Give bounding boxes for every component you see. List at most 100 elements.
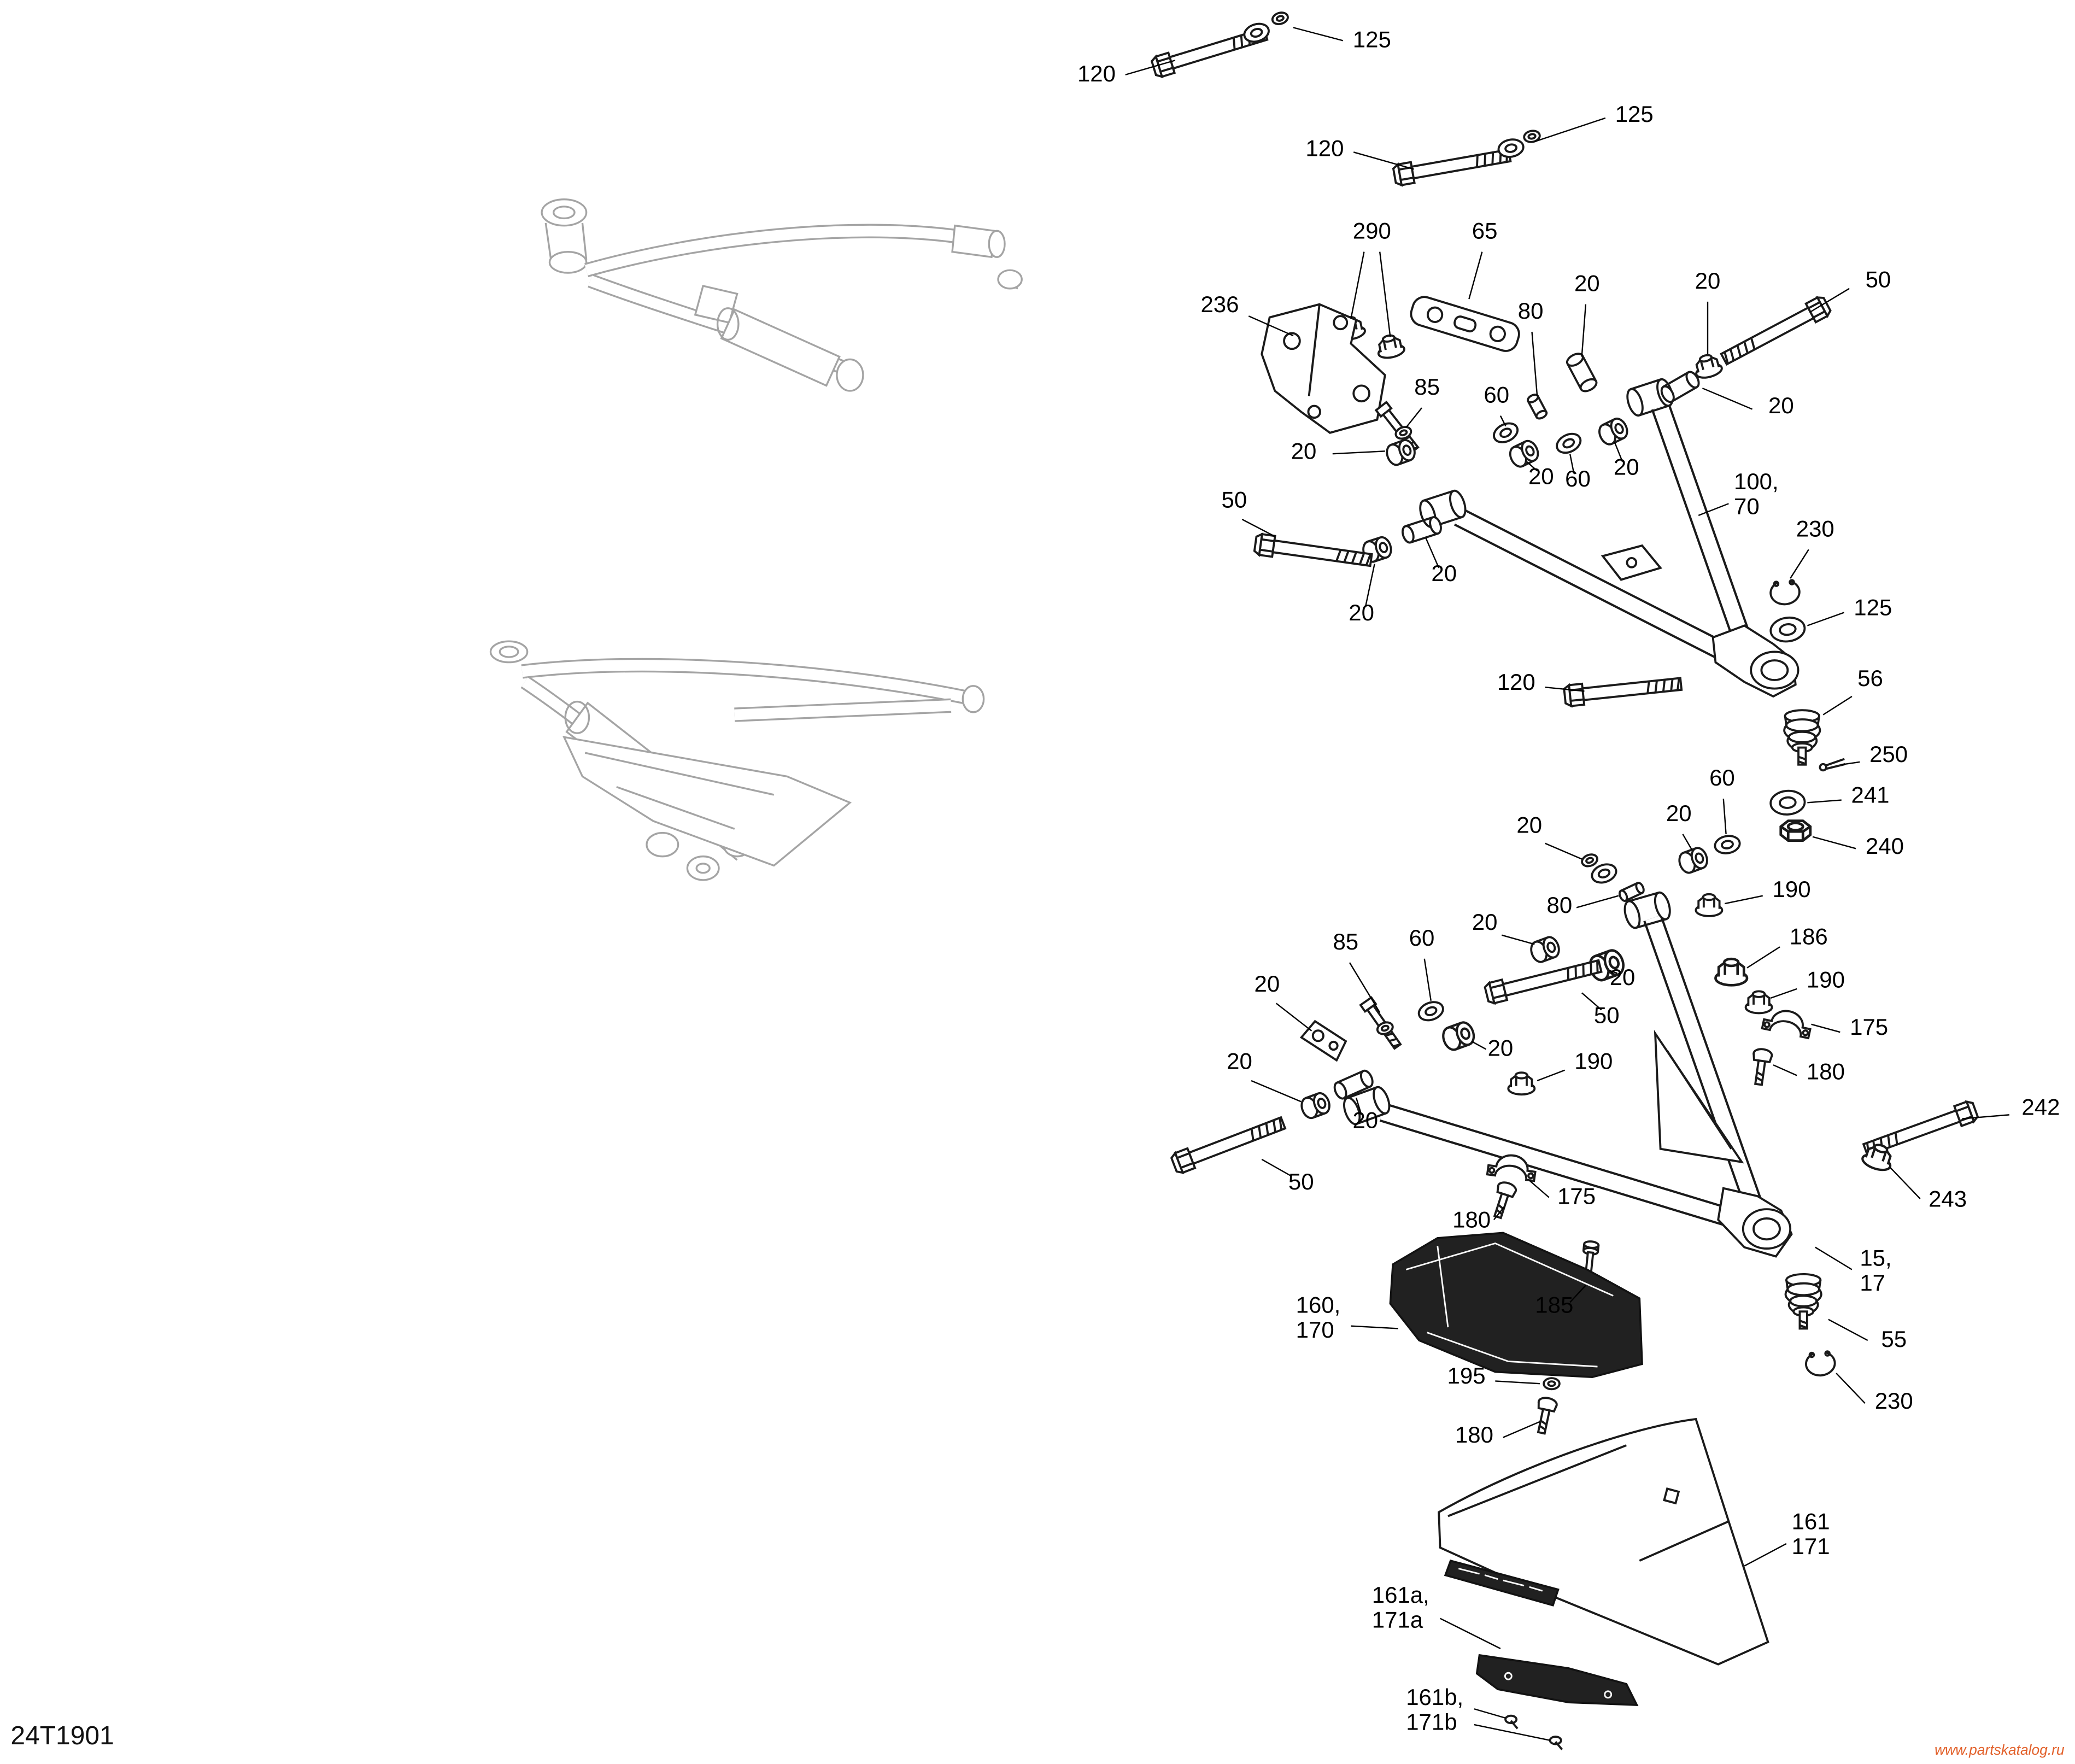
part-callout-20: 20 <box>1768 392 1794 418</box>
upper-balljoint-eye-hole <box>1760 659 1789 681</box>
bolt-50 <box>1169 1112 1288 1176</box>
ghost-pivot-hole <box>552 206 576 220</box>
part-callout-60: 60 <box>1409 925 1435 951</box>
leader-line <box>1493 1206 1505 1221</box>
bushing-20 <box>1595 415 1632 448</box>
leader-line <box>1364 564 1375 608</box>
part-callout-236: 236 <box>1200 291 1239 317</box>
bushing-20 <box>1440 1020 1477 1052</box>
skid-plate-160-170 <box>1389 1232 1643 1379</box>
part-callout-160170: 160,170 <box>1296 1292 1341 1343</box>
part-callout-1517: 15,17 <box>1860 1245 1891 1296</box>
part-callout-125: 125 <box>1854 594 1892 620</box>
part-callout-125: 125 <box>1353 26 1391 52</box>
bolt-50 <box>1253 532 1374 572</box>
lower-arm-gusset-line <box>1666 1050 1732 1150</box>
ball-joint-55 <box>1784 1273 1822 1330</box>
leader-line <box>1841 761 1860 765</box>
ghost-upper-tube-a-fill <box>585 225 956 276</box>
washer-60 <box>1415 998 1447 1025</box>
ghost-pivot-base <box>548 250 588 274</box>
leader-line <box>1537 1069 1565 1082</box>
leader-line <box>1545 687 1585 692</box>
leader-line <box>1531 331 1538 396</box>
part-callout-180: 180 <box>1807 1059 1845 1085</box>
leader-line <box>1744 1543 1787 1567</box>
leader-line <box>1353 151 1414 170</box>
part-callout-240: 240 <box>1866 833 1904 859</box>
part-callout-230: 230 <box>1796 515 1834 541</box>
leader-line <box>1125 60 1176 75</box>
part-callout-185: 185 <box>1535 1292 1573 1318</box>
part-callout-65: 65 <box>1472 218 1498 244</box>
leader-line <box>1790 549 1809 579</box>
ball-joint-56 <box>1783 709 1821 766</box>
part-callout-186: 186 <box>1790 923 1828 949</box>
part-callout-120: 120 <box>1497 669 1535 695</box>
part-callout-85: 85 <box>1333 929 1358 954</box>
nut-190 <box>1507 1071 1536 1096</box>
leader-line <box>1724 895 1763 905</box>
upper-a-arm-assembly <box>1416 376 1799 698</box>
part-callout-60: 60 <box>1565 466 1591 491</box>
screw-180 <box>1487 1179 1519 1221</box>
screw-161b <box>1549 1736 1563 1751</box>
part-callout-50: 50 <box>1594 1002 1620 1028</box>
leader-line <box>1241 519 1275 537</box>
snap-ring-230 <box>1768 578 1802 607</box>
ghost-lower-shock-eye <box>564 700 590 734</box>
skid-plate-161a-171a <box>1475 1654 1639 1706</box>
leader-line <box>1807 612 1844 626</box>
part-callout-20: 20 <box>1431 560 1457 586</box>
leader-line <box>1889 1167 1921 1199</box>
part-callout-243: 243 <box>1929 1186 1967 1211</box>
upper-arm-gusset-hole <box>1626 556 1638 569</box>
part-callout-20: 20 <box>1516 812 1542 838</box>
leader-line <box>1581 304 1587 357</box>
leader-line <box>1440 1618 1501 1649</box>
leader-line <box>1614 442 1623 462</box>
reference-view-lower-arm <box>489 640 985 881</box>
part-callout-20: 20 <box>1695 268 1721 294</box>
part-callout-55: 55 <box>1881 1326 1907 1352</box>
leader-line <box>1528 1180 1550 1198</box>
part-callout-20: 20 <box>1528 463 1554 489</box>
upper-arm-tube-front-fill <box>1455 509 1735 663</box>
screw-161b <box>1504 1714 1519 1730</box>
leader-line <box>1836 1373 1866 1404</box>
nut-190 <box>1695 893 1724 917</box>
bracket-236 <box>1261 303 1386 434</box>
washer-195 <box>1543 1377 1561 1391</box>
leader-line <box>1405 407 1422 428</box>
leader-line <box>1698 503 1729 517</box>
ghost-lower-tube-a-fill <box>521 660 969 704</box>
part-callout-20: 20 <box>1227 1048 1252 1074</box>
part-callout-20: 20 <box>1291 438 1317 464</box>
part-callout-10070: 100,70 <box>1734 468 1779 519</box>
part-callout-20: 20 <box>1255 971 1280 997</box>
part-callout-20: 20 <box>1488 1035 1514 1060</box>
ghost-pivot-body <box>544 222 588 260</box>
bolt-120 <box>1562 672 1684 708</box>
nut-190 <box>1744 990 1773 1015</box>
washer-60 <box>1552 429 1585 458</box>
leader-line <box>1425 537 1440 569</box>
ghost-lower-pivot-hole <box>499 646 519 658</box>
plate-hole <box>1663 1487 1680 1505</box>
part-callout-175: 175 <box>1557 1183 1596 1209</box>
lower-balljoint-eye-hole <box>1752 1217 1781 1241</box>
ghost-pivot-ring <box>541 198 588 227</box>
leader-line <box>1495 1380 1540 1385</box>
upper-arm-tube-rear-fill <box>1653 404 1752 648</box>
part-callout-190: 190 <box>1807 967 1845 993</box>
lower-arm-tube-front-fill <box>1380 1105 1739 1227</box>
ghost-skid-detail <box>584 752 775 830</box>
leader-line <box>1702 388 1753 410</box>
washer-125 <box>1496 136 1526 160</box>
part-callout-242: 242 <box>2021 1094 2060 1120</box>
bushing-20 <box>1564 350 1600 395</box>
leader-line <box>1773 1064 1797 1076</box>
bolt-120 <box>1391 144 1513 187</box>
